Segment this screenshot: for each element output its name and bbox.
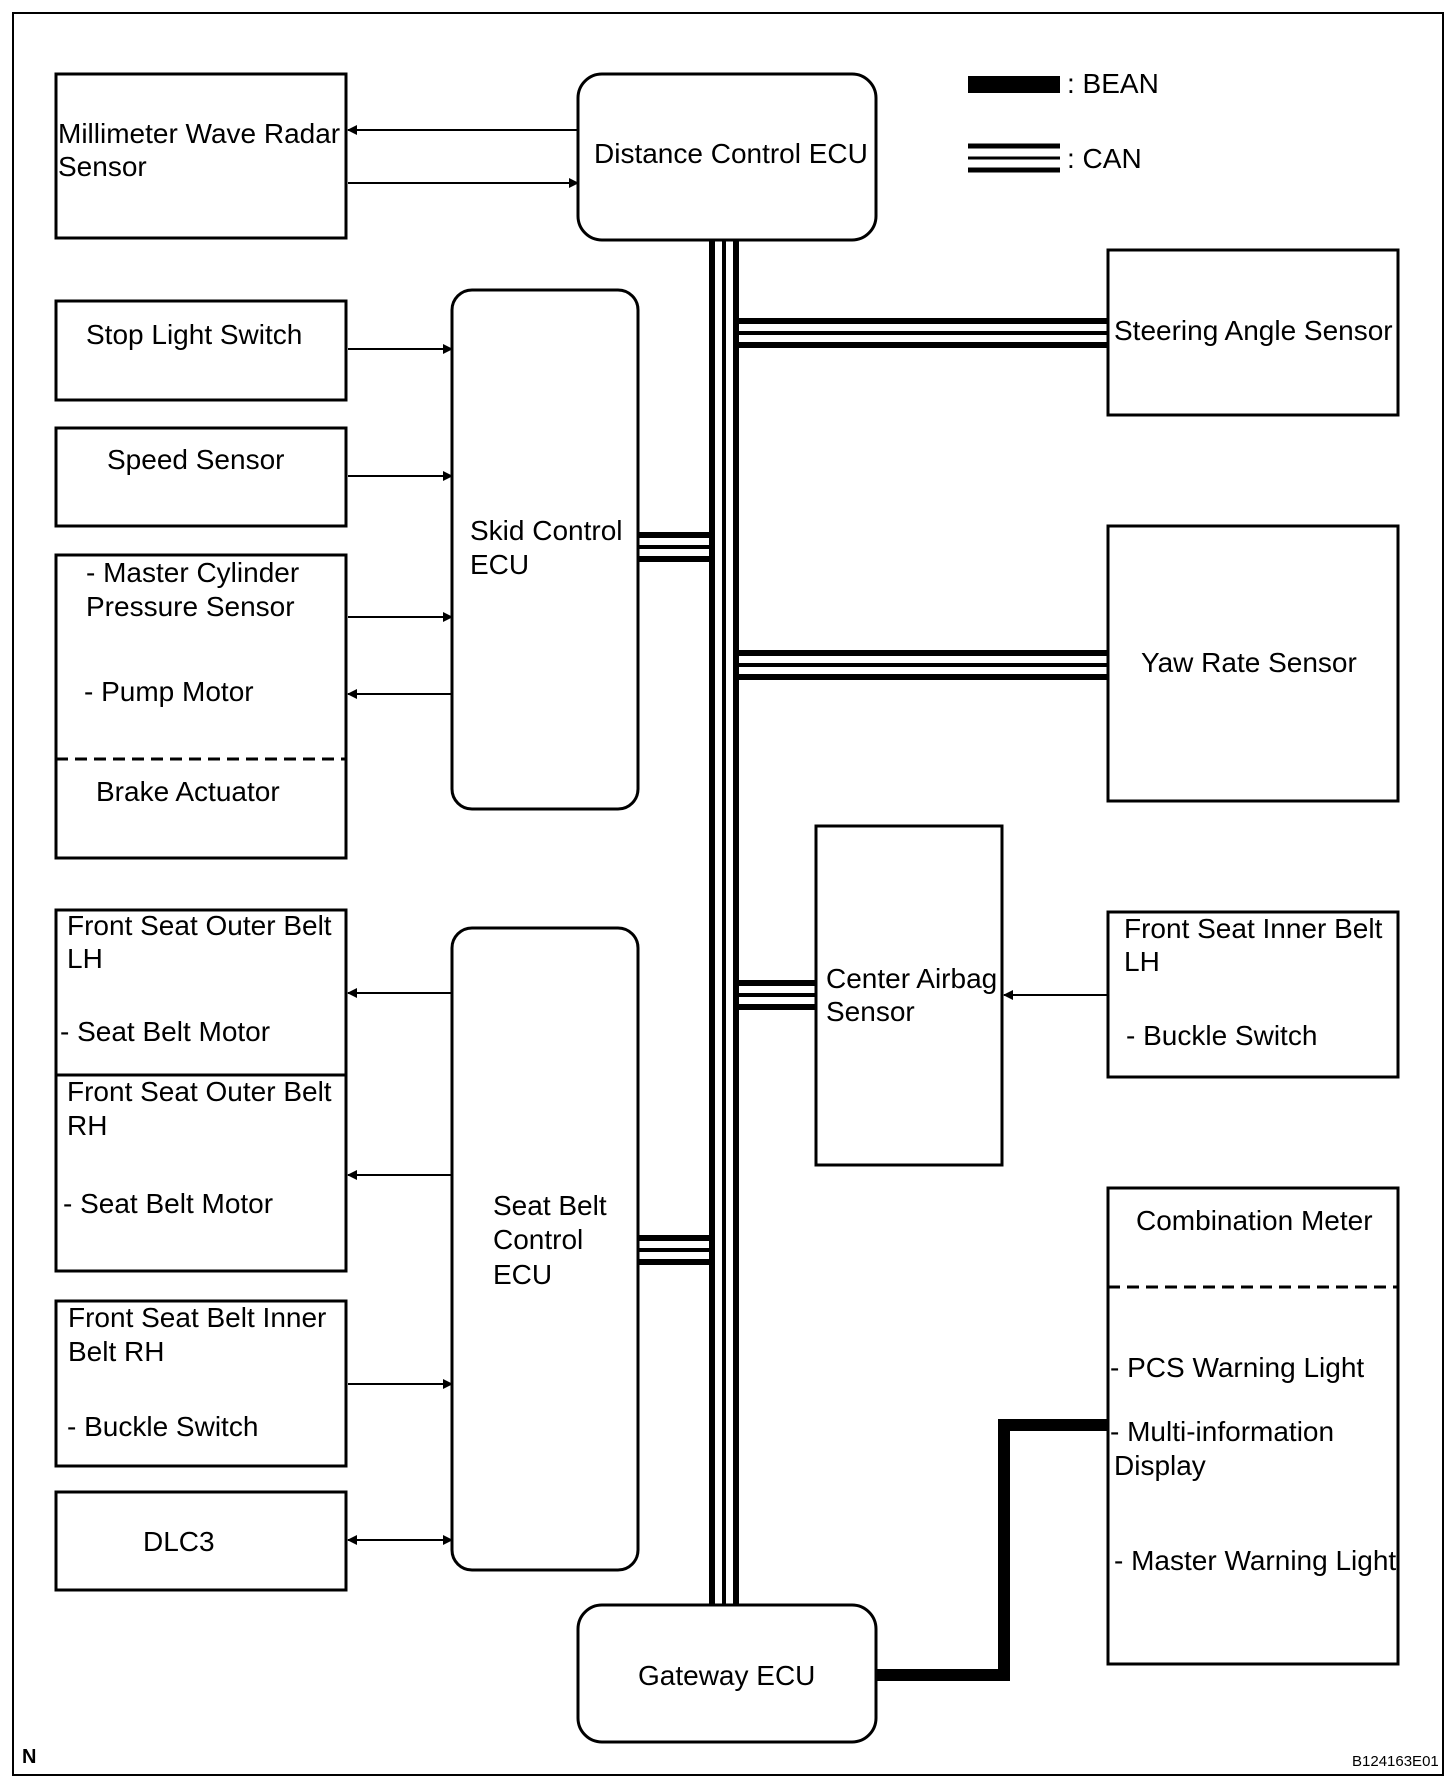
can-bus-seatbelt: [638, 1235, 712, 1265]
front-seat-inner-belt-lh-box: [1106, 910, 1400, 1079]
seat-belt-control-ecu-label: Seat Belt Control ECU: [493, 1190, 614, 1290]
frame-border: [12, 12, 1444, 1776]
center-airbag-sensor-label: Center Airbag Sensor: [826, 963, 1005, 1027]
legend-can-label: : CAN: [1067, 143, 1142, 174]
can-bus-main: [709, 240, 739, 1605]
gateway-ecu-box: [576, 1603, 878, 1744]
dlc3-box: [54, 1490, 348, 1592]
inner-rh-buckle-switch-label: - Buckle Switch: [67, 1411, 258, 1442]
steering-angle-sensor-box: [1106, 248, 1400, 417]
millimeter-wave-radar-sensor-label: Millimeter Wave Radar Sensor: [58, 118, 348, 182]
brake-actuator-box: [54, 553, 348, 860]
millimeter-wave-radar-sensor-box: [54, 72, 348, 240]
yaw-rate-sensor-label: Yaw Rate Sensor: [1141, 647, 1357, 678]
speed-sensor-label: Speed Sensor: [107, 444, 284, 475]
front-seat-belt-inner-belt-rh-label: Front Seat Belt Inner Belt RH: [68, 1302, 334, 1367]
skid-control-ecu-box: [450, 288, 640, 811]
master-warning-light-label: - Master Warning Light: [1114, 1545, 1396, 1576]
dlc3-label: DLC3: [143, 1526, 215, 1557]
pump-motor-label: - Pump Motor: [84, 676, 254, 707]
inner-lh-buckle-switch-label: - Buckle Switch: [1126, 1020, 1317, 1051]
distance-control-ecu-label: Distance Control ECU: [594, 138, 868, 169]
combination-meter-label: Combination Meter: [1136, 1205, 1373, 1236]
front-seat-outer-belt-lh-label: Front Seat Outer Belt LH: [67, 910, 339, 974]
can-bus-airbag: [736, 980, 816, 1010]
brake-actuator-label: Brake Actuator: [96, 776, 280, 807]
bean-bus-combination-meter: [876, 1419, 1108, 1681]
can-bus-skid: [638, 532, 712, 562]
yaw-rate-sensor-box: [1106, 524, 1400, 803]
speed-sensor-box: [54, 426, 348, 528]
seat-belt-control-ecu-box: [450, 926, 640, 1572]
front-seat-outer-belt-rh-box: [54, 1073, 348, 1273]
center-airbag-sensor-box: [814, 824, 1004, 1167]
can-bus-yaw: [736, 650, 1108, 680]
combination-meter-box: [1106, 1186, 1400, 1666]
legend-can-swatch: [968, 143, 1060, 173]
can-bus-steering: [736, 318, 1108, 348]
outer-lh-seat-belt-motor-label: - Seat Belt Motor: [60, 1016, 270, 1047]
corner-mark-n: N: [22, 1746, 36, 1768]
legend-bean-swatch: [968, 76, 1060, 93]
figure-code: B124163E01: [1352, 1753, 1439, 1770]
stop-light-switch-box: [54, 299, 348, 402]
gateway-ecu-label: Gateway ECU: [638, 1660, 815, 1691]
stop-light-switch-label: Stop Light Switch: [86, 319, 302, 350]
front-seat-outer-belt-lh-box: [54, 908, 348, 1077]
legend-bean-label: : BEAN: [1067, 68, 1159, 99]
steering-angle-sensor-label: Steering Angle Sensor: [1114, 315, 1393, 346]
outer-rh-seat-belt-motor-label: - Seat Belt Motor: [63, 1188, 273, 1219]
front-seat-belt-inner-belt-rh-box: [54, 1299, 348, 1468]
front-seat-inner-belt-lh-label: Front Seat Inner Belt LH: [1124, 913, 1390, 977]
master-cylinder-label: - Master Cylinder Pressure Sensor: [86, 557, 307, 622]
front-seat-outer-belt-rh-label: Front Seat Outer Belt RH: [67, 1076, 339, 1141]
pcs-warning-light-label: - PCS Warning Light: [1110, 1352, 1364, 1383]
multi-information-display-label: - Multi-information Display: [1110, 1416, 1342, 1481]
legend: : BEAN : CAN: [968, 68, 1159, 174]
skid-control-ecu-label: Skid Control ECU: [470, 515, 630, 580]
distance-control-ecu-box: [576, 72, 878, 242]
